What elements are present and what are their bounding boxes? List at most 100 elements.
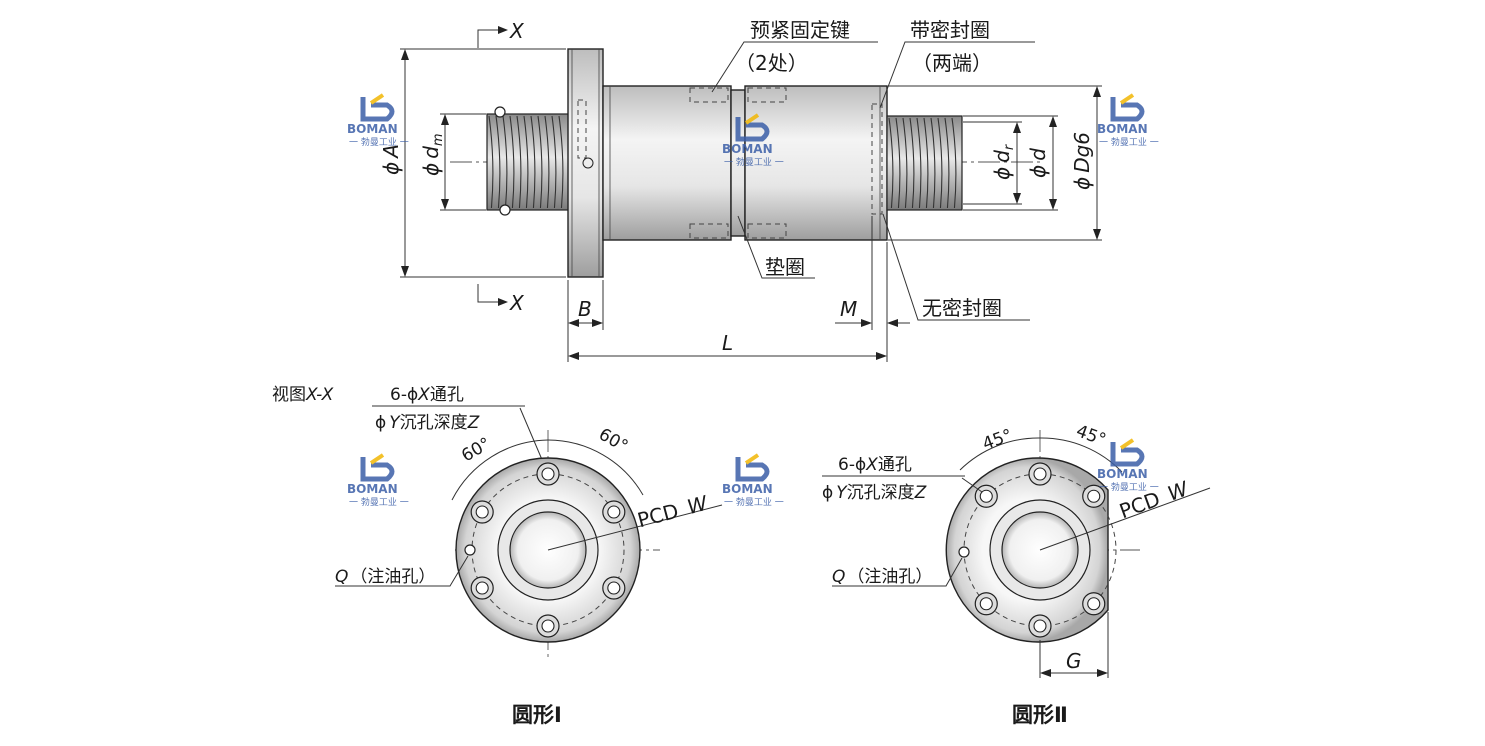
thread-line bbox=[902, 117, 908, 209]
right-thread-lines bbox=[888, 117, 957, 209]
callout-no-seal-label: 无密封圈 bbox=[922, 296, 1002, 320]
callout-with-seal: 带密封圈 （两端） bbox=[879, 18, 1035, 109]
thread-line bbox=[509, 115, 515, 209]
logo-mark bbox=[735, 117, 770, 142]
thread-line bbox=[544, 115, 550, 209]
logo-brand: BOMAN bbox=[722, 142, 773, 156]
section-mark-top-label: X bbox=[509, 19, 525, 43]
logo-brand: BOMAN bbox=[347, 122, 398, 136]
flange bbox=[567, 48, 604, 278]
round-1-pcd: PCD bbox=[635, 498, 681, 532]
round-1-w: W bbox=[685, 490, 711, 519]
thread-line bbox=[537, 115, 543, 209]
callout-preload-key-label: 预紧固定键 bbox=[750, 18, 850, 42]
dim-L-label: L bbox=[722, 331, 733, 355]
logo-accent bbox=[744, 453, 760, 465]
logo-mark bbox=[360, 97, 395, 122]
holes-note-2-prefix: ϕ bbox=[375, 413, 386, 433]
preload-key-top bbox=[689, 87, 729, 103]
dim-phi-dr: ϕdr bbox=[963, 121, 1022, 205]
thread-line bbox=[909, 117, 915, 209]
thread-line bbox=[523, 115, 529, 209]
round-2-oil-hole bbox=[958, 546, 970, 558]
logo-brand: BOMAN bbox=[1097, 467, 1148, 481]
nut-body-right bbox=[744, 85, 888, 241]
dim-phi-A: ϕA bbox=[379, 48, 566, 278]
logo-mark bbox=[360, 457, 395, 482]
preload-key-top-right bbox=[747, 87, 787, 103]
thread-line bbox=[502, 115, 508, 209]
dim-phi-Dg6-phi: ϕ bbox=[1070, 177, 1094, 190]
dim-phi-Dg6-letter: Dg6 bbox=[1070, 132, 1094, 173]
bolt-hole bbox=[607, 581, 621, 595]
round-1-oil-leader bbox=[335, 555, 469, 587]
round-2-pcd-leader bbox=[1039, 487, 1211, 551]
flange-hole-hidden bbox=[577, 99, 587, 159]
holes-note-1-prefix: 6-ϕ bbox=[390, 385, 418, 405]
logo-sub: 一 勃曼工业 一 bbox=[1099, 136, 1159, 148]
nut-body-left bbox=[602, 85, 732, 241]
thread-line bbox=[551, 115, 557, 209]
svg-text:ϕd: ϕd bbox=[1026, 148, 1050, 178]
round-1-oil-hole bbox=[464, 544, 476, 556]
logo-mark bbox=[735, 457, 770, 482]
left-thread-lines bbox=[488, 115, 564, 209]
thread-line bbox=[516, 115, 522, 209]
thread-line bbox=[951, 117, 957, 209]
dim-phi-d-phi: ϕ bbox=[1026, 165, 1050, 178]
section-mark-bottom: X bbox=[477, 284, 525, 315]
bolt-hole bbox=[979, 489, 993, 503]
dim-phi-d: ϕd bbox=[963, 115, 1058, 211]
callout-with-seal-sub: （两端） bbox=[912, 51, 992, 75]
svg-text:ϕA: ϕA bbox=[379, 144, 403, 175]
round-1-angle-arc-right bbox=[547, 439, 644, 496]
round-1-caption: 圆形Ⅰ bbox=[512, 703, 562, 727]
view-title-axis: X-X bbox=[305, 385, 334, 405]
thread-line bbox=[944, 117, 950, 209]
round-1-angle-right: 60° bbox=[595, 424, 631, 456]
preload-key-bottom bbox=[689, 223, 729, 239]
logo-accent bbox=[1119, 93, 1135, 105]
preload-key-bottom-right bbox=[747, 223, 787, 239]
bolt-hole bbox=[1087, 489, 1101, 503]
dim-phi-dm-letter: d bbox=[419, 146, 443, 159]
round-2-g: G bbox=[1066, 649, 1082, 673]
round-1-holes bbox=[470, 462, 626, 638]
svg-text:ϕdm: ϕdm bbox=[419, 133, 446, 176]
dim-phi-A-letter: A bbox=[379, 144, 403, 160]
section-mark-bottom-label: X bbox=[509, 291, 525, 315]
bolt-hole bbox=[475, 505, 489, 519]
svg-text:ϕDg6: ϕ Dg6 bbox=[1070, 132, 1094, 190]
thread-line bbox=[930, 117, 936, 209]
thread-line bbox=[888, 117, 894, 209]
dim-phi-d-letter: d bbox=[1026, 148, 1050, 161]
thread-line bbox=[495, 115, 501, 209]
left-screw-shaft bbox=[486, 106, 573, 216]
round-2-angle-left: 45° bbox=[980, 425, 1015, 454]
callout-spacer: 垫圈 bbox=[737, 215, 815, 279]
logo-accent bbox=[744, 113, 760, 125]
dim-phi-Dg6: ϕ Dg6 bbox=[888, 85, 1102, 241]
dim-phi-dm-phi: ϕ bbox=[419, 163, 443, 176]
round-2-dim-G: G bbox=[1039, 612, 1109, 678]
thread-line bbox=[923, 117, 929, 209]
holes-note-1-var: X bbox=[417, 385, 430, 405]
dim-B-label: B bbox=[578, 297, 592, 321]
bolt-hole bbox=[1033, 619, 1047, 633]
logo-sub: 一 勃曼工业 一 bbox=[349, 136, 409, 148]
thread-line bbox=[916, 117, 922, 209]
thread-line bbox=[558, 115, 564, 209]
thread-line bbox=[895, 117, 901, 209]
flange-oil-hole bbox=[582, 157, 594, 169]
logo-mark bbox=[1110, 442, 1145, 467]
